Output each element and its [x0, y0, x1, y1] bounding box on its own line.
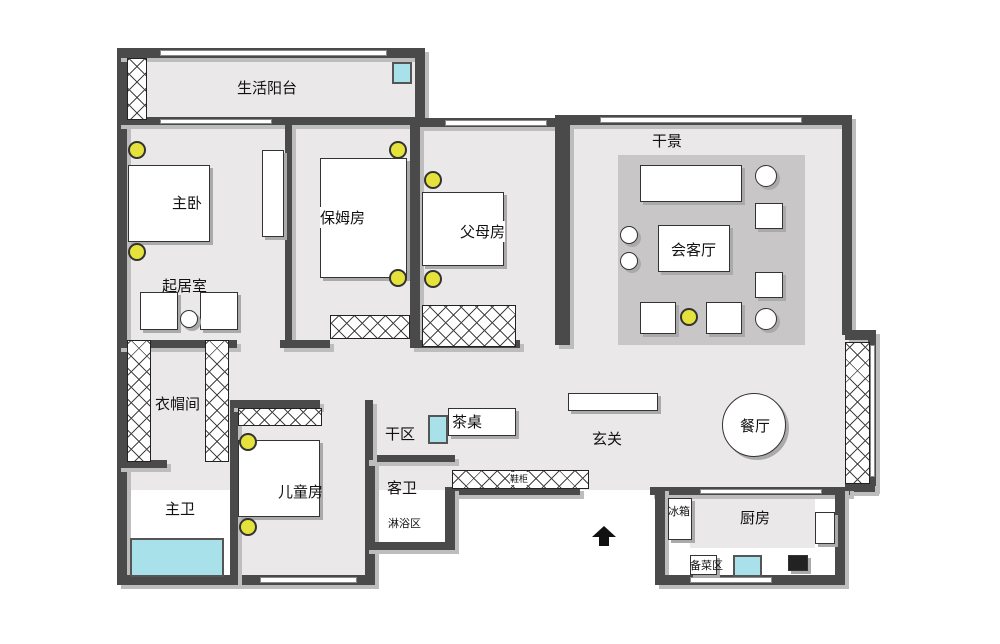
lamp-icon: [128, 141, 146, 159]
wall: [845, 482, 875, 492]
prep-area-label: 备菜区: [690, 559, 723, 572]
wall: [455, 487, 580, 495]
bathtub: [130, 538, 224, 577]
room-label-master-bath: 主卫: [165, 500, 196, 518]
master-desk: [262, 150, 284, 237]
room-label-balcony: 生活阳台: [237, 79, 298, 97]
wall: [117, 340, 237, 348]
fridge: [668, 498, 692, 540]
room-label-kitchen: 厨房: [740, 509, 771, 527]
lamp-icon: [128, 243, 146, 261]
window: [160, 50, 387, 56]
stool: [755, 308, 777, 330]
room-label-dining-room: 餐厅: [740, 417, 771, 435]
room-label-tea-table: 茶桌: [452, 413, 483, 431]
kitchen-mat: [690, 498, 815, 548]
wall: [845, 330, 875, 340]
wall: [230, 400, 320, 408]
lamp-icon: [239, 518, 257, 536]
kids-bed: [238, 440, 320, 517]
armchair: [640, 302, 676, 334]
wall: [117, 575, 375, 585]
room-label-master-bedroom: 主卧: [172, 194, 203, 212]
armchair: [200, 292, 238, 330]
room-label-cloakroom: 衣帽间: [155, 395, 201, 413]
wall: [445, 487, 455, 550]
room-label-shower-area: 淋浴区: [388, 517, 421, 530]
wall: [365, 542, 455, 550]
window: [600, 117, 802, 123]
balcony-floor: [127, 58, 415, 118]
fridge-label: 冰箱: [668, 505, 690, 518]
wall: [835, 487, 845, 585]
coffee-table: [658, 225, 730, 272]
nanny-wardrobe: [330, 315, 410, 339]
dining-table: [722, 393, 786, 457]
wall: [365, 455, 455, 462]
wall: [415, 48, 425, 125]
stool: [620, 252, 638, 270]
dining-sideboard: [845, 342, 870, 484]
foyer-console: [568, 393, 658, 411]
wall: [280, 340, 330, 348]
armchair: [755, 203, 783, 229]
lamp-icon: [389, 141, 407, 159]
room-label-parents-room: 父母房: [460, 221, 506, 242]
room-label-reception-hall: 会客厅: [671, 241, 717, 259]
room-label-dry-area: 干区: [385, 425, 416, 443]
room-label-nanny-room: 保姆房: [320, 207, 366, 228]
master-bed: [128, 165, 210, 242]
wall: [842, 115, 852, 335]
room-label-dry-landscape: 干景: [652, 132, 683, 150]
lamp-icon: [389, 269, 407, 287]
cloakroom-cabinet: [127, 340, 151, 462]
washbasin: [428, 415, 448, 444]
lamp-icon: [680, 308, 698, 326]
tv-wall: [555, 125, 570, 345]
prep-counter: [690, 555, 717, 575]
shower-floor: [375, 510, 445, 542]
armchair: [140, 292, 178, 330]
wall: [655, 487, 665, 585]
window: [690, 577, 772, 583]
armchair: [706, 302, 742, 334]
balcony-sink: [392, 62, 412, 84]
shoe-cabinet-label: 鞋柜: [510, 472, 529, 485]
room-label-living-room: 起居室: [162, 277, 208, 295]
room-label-foyer: 玄关: [592, 430, 623, 448]
lamp-icon: [239, 433, 257, 451]
lamp-icon: [424, 171, 442, 189]
window: [445, 120, 547, 126]
tea-table: [448, 408, 516, 436]
parents-wardrobe: [422, 305, 516, 347]
entrance-arrow-icon: [592, 526, 616, 546]
sofa: [640, 165, 742, 202]
armchair: [755, 272, 783, 298]
lamp-icon: [424, 270, 442, 288]
window: [700, 489, 822, 494]
wall: [365, 400, 373, 460]
wall: [365, 455, 375, 585]
wall: [117, 48, 127, 585]
room-label-kids-room: 儿童房: [278, 483, 324, 501]
side-table: [180, 310, 198, 328]
room-label-guest-bath: 客卫: [387, 479, 418, 497]
balcony-cabinet: [127, 58, 147, 120]
wall: [230, 400, 238, 585]
window: [870, 345, 875, 477]
cloakroom-cabinet: [205, 340, 229, 462]
wall: [117, 460, 167, 468]
window: [160, 119, 272, 124]
window: [260, 577, 357, 583]
cooktop: [815, 512, 835, 544]
kitchen-sink: [733, 555, 762, 577]
stool: [755, 165, 777, 187]
wall: [410, 125, 420, 345]
kids-wardrobe: [238, 408, 322, 426]
oven: [788, 555, 808, 571]
stool: [620, 226, 638, 244]
wall: [285, 125, 292, 345]
